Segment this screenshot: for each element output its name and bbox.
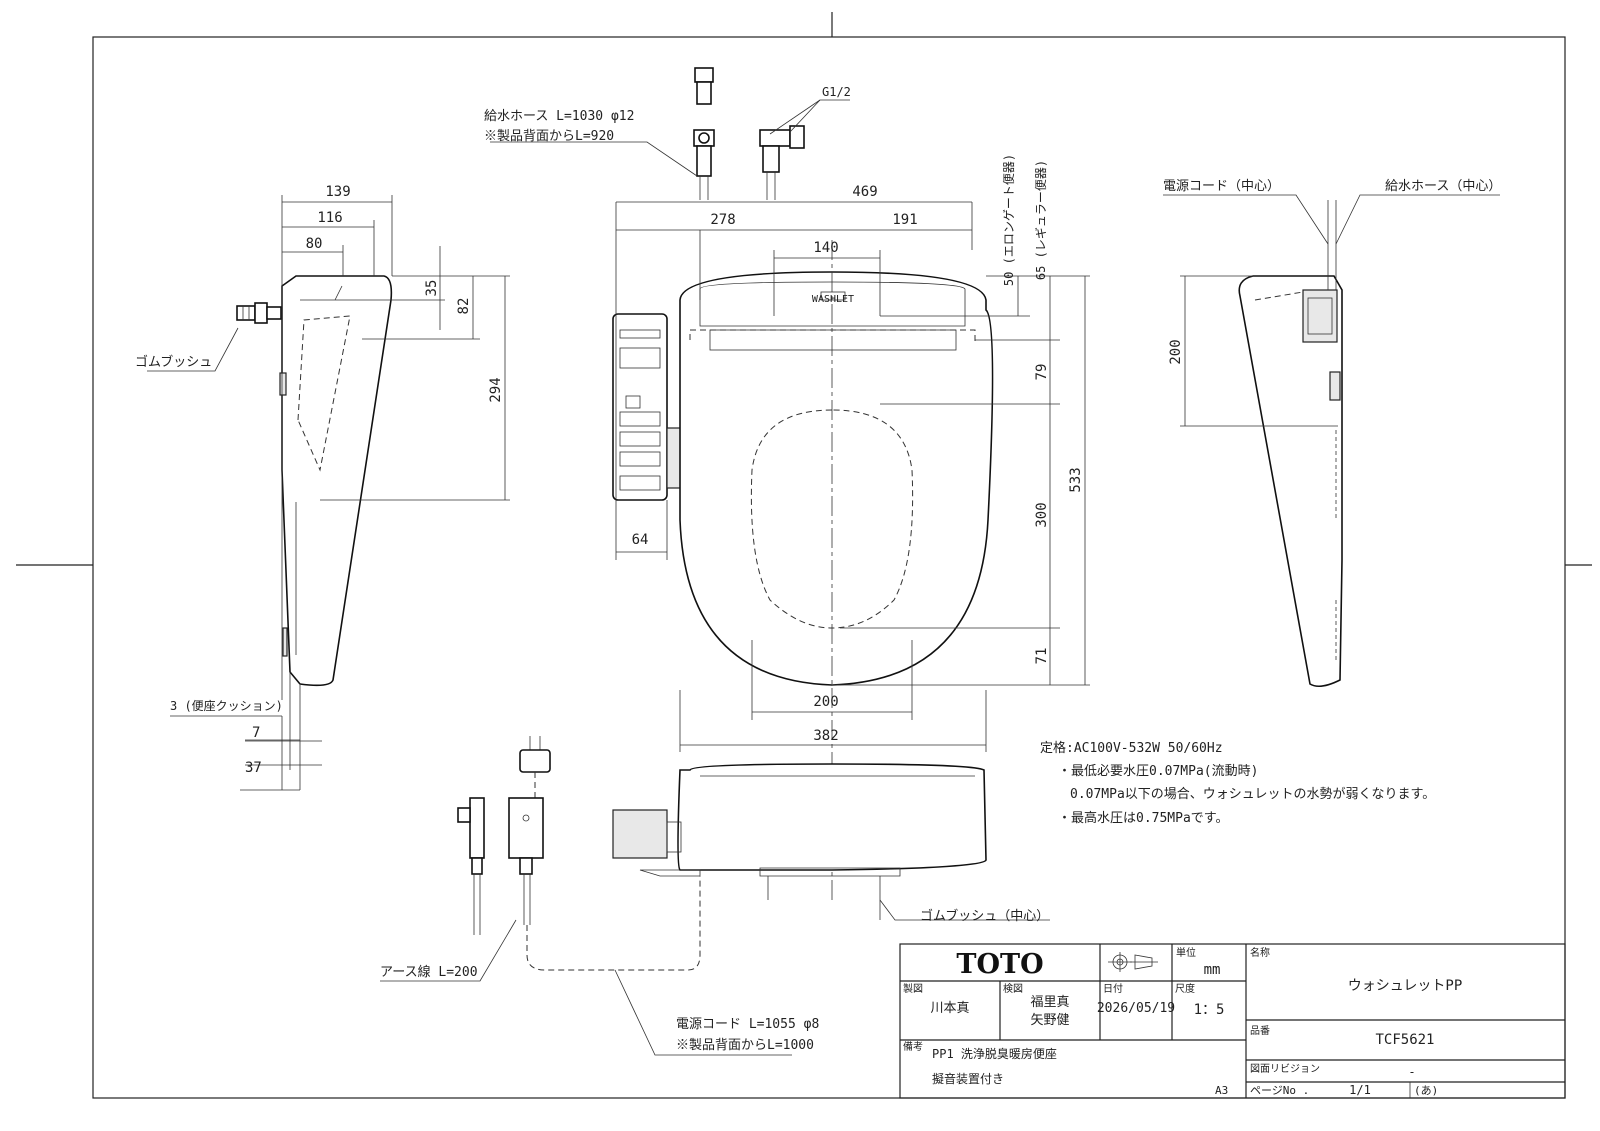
title-block — [899, 943, 1566, 1099]
supply-valve — [693, 67, 805, 200]
remarks-line-2: 擬音装置付き — [932, 1071, 1004, 1086]
spec-min-pressure: ・最低必要水圧0.07MPa(流動時) — [1058, 764, 1258, 779]
supply-hose-note: ※製品背面からL=920 — [484, 129, 614, 144]
dim-469: 469 — [852, 184, 877, 200]
dim-300: 300 — [1034, 502, 1050, 527]
checker-name-2: 矢野健 — [1030, 1013, 1069, 1028]
unit-label: 単位 — [1176, 946, 1196, 959]
washlet-plate: WASHLET — [812, 294, 854, 305]
dim-140: 140 — [813, 240, 838, 256]
rubber-bush-label: ゴムブッシュ — [135, 354, 212, 370]
dim-82: 82 — [456, 298, 472, 315]
number-label: 品番 — [1250, 1025, 1270, 1037]
date-label: 日付 — [1103, 982, 1123, 995]
scale-label: 尺度 — [1175, 982, 1195, 995]
top-view: WASHLET — [490, 67, 1090, 900]
projection-symbol-icon — [1108, 952, 1158, 972]
front-view — [612, 763, 1050, 921]
dim-382: 382 — [813, 728, 838, 744]
dim-191: 191 — [892, 212, 917, 228]
remarks-line-1: PP1 洗浄脱臭暖房便座 — [932, 1046, 1057, 1061]
page-mark: (あ) — [1414, 1084, 1438, 1097]
rubber-bush-center-label: ゴムブッシュ（中心） — [920, 908, 1049, 924]
dim-7: 7 — [252, 725, 260, 741]
supply-hose-center-label: 給水ホース（中心） — [1385, 179, 1501, 194]
remarks-label: 備考 — [903, 1040, 923, 1053]
power-cord-label: 電源コード L=1055 φ8 — [676, 1017, 819, 1032]
brand-logo: TOTO — [956, 949, 1043, 980]
dim-rside-200: 200 — [1168, 339, 1184, 364]
dim-35: 35 — [424, 280, 440, 297]
dim-3-cushion: 3 (便座クッション) — [170, 698, 283, 713]
hose-fitting — [236, 302, 282, 324]
scale-value: 1：5 — [1194, 1002, 1225, 1018]
dim-71: 71 — [1034, 648, 1050, 665]
name-label: 名称 — [1250, 946, 1270, 959]
designer-name: 川本真 — [930, 1001, 969, 1016]
date-value: 2026/05/19 — [1097, 1001, 1175, 1016]
power-cord-center-label: 電源コード（中心） — [1163, 179, 1280, 194]
product-name: ウォシュレットPP — [1348, 978, 1463, 994]
dim-533: 533 — [1068, 467, 1084, 492]
page-value: 1/1 — [1349, 1083, 1371, 1097]
designer-label: 製図 — [903, 982, 923, 995]
right-side-view — [1163, 194, 1500, 688]
product-number: TCF5621 — [1375, 1032, 1434, 1048]
checker-name-1: 福里真 — [1030, 995, 1069, 1010]
dim-65-regular: 65 (レギュラー便器) — [1034, 160, 1048, 280]
unit-value: mm — [1204, 962, 1221, 978]
revision-value: - — [1408, 1065, 1415, 1079]
power-cord-note: ※製品背面からL=1000 — [676, 1038, 814, 1053]
dim-80: 80 — [306, 236, 323, 252]
revision-label: 図面リビジョン — [1250, 1063, 1320, 1075]
dim-64: 64 — [632, 532, 649, 548]
left-side-view — [147, 195, 510, 791]
dim-37: 37 — [245, 760, 262, 776]
drawing-border — [92, 36, 1566, 1099]
dim-278: 278 — [710, 212, 735, 228]
page-label: ページNo . — [1250, 1084, 1309, 1097]
g12-label: G1/2 — [822, 85, 851, 99]
spec-low-pressure-note: 0.07MPa以下の場合、ウォシュレットの水勢が弱くなります。 — [1070, 787, 1435, 802]
paper-size: A3 — [1215, 1084, 1228, 1097]
dim-79: 79 — [1034, 364, 1050, 381]
dim-200: 200 — [813, 694, 838, 710]
power-plug — [380, 736, 792, 1056]
dim-116: 116 — [317, 210, 342, 226]
seat-outline — [679, 271, 994, 686]
dim-139: 139 — [325, 184, 350, 200]
spec-rating: 定格:AC100V-532W 50/60Hz — [1040, 740, 1223, 756]
dim-294: 294 — [488, 377, 504, 402]
dim-50-elongate: 50 (エロンゲート便器) — [1002, 154, 1016, 286]
earth-wire-label: アース線 L=200 — [380, 964, 478, 980]
supply-hose-label: 給水ホース L=1030 φ12 — [484, 109, 634, 124]
checker-label: 検図 — [1003, 982, 1023, 995]
spec-max-pressure: ・最高水圧は0.75MPaです。 — [1058, 810, 1229, 826]
